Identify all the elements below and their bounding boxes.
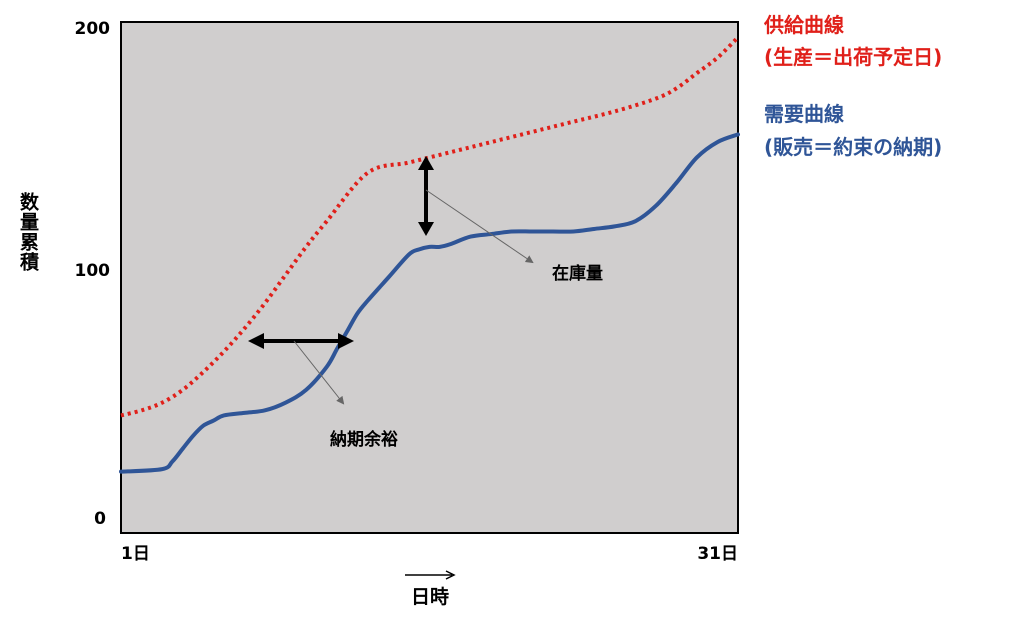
x-tick-label: 31日	[697, 544, 738, 564]
x-axis-label: 日時	[411, 586, 449, 608]
plot-area	[120, 21, 739, 534]
x-tick-label: 1日	[121, 544, 150, 564]
demand-curve	[119, 132, 740, 474]
legend-supply-line2: (生産＝出荷予定日)	[764, 45, 942, 69]
inventory-leader-line	[425, 189, 534, 264]
x-axis-arrow-head	[445, 570, 456, 580]
inventory-label: 在庫量	[552, 263, 603, 284]
supply-curve	[120, 35, 740, 418]
lead-time-leader-line	[293, 340, 345, 405]
legend-demand-line2: (販売＝約束の納期)	[764, 135, 942, 159]
inventory-arrow	[418, 156, 434, 236]
y-tick-label: 0	[94, 509, 106, 529]
legend: 供給曲線 (生産＝出荷予定日) 需要曲線 (販売＝約束の納期)	[763, 13, 942, 159]
y-tick-label: 200	[75, 19, 111, 39]
legend-demand-line1: 需要曲線	[764, 102, 844, 126]
y-tick-label: 100	[75, 261, 111, 281]
y-axis-label: 数量累積	[17, 191, 39, 272]
lead-time-label: 納期余裕	[330, 429, 398, 450]
legend-supply-line1: 供給曲線	[763, 13, 844, 37]
lead-time-arrow	[248, 333, 354, 349]
